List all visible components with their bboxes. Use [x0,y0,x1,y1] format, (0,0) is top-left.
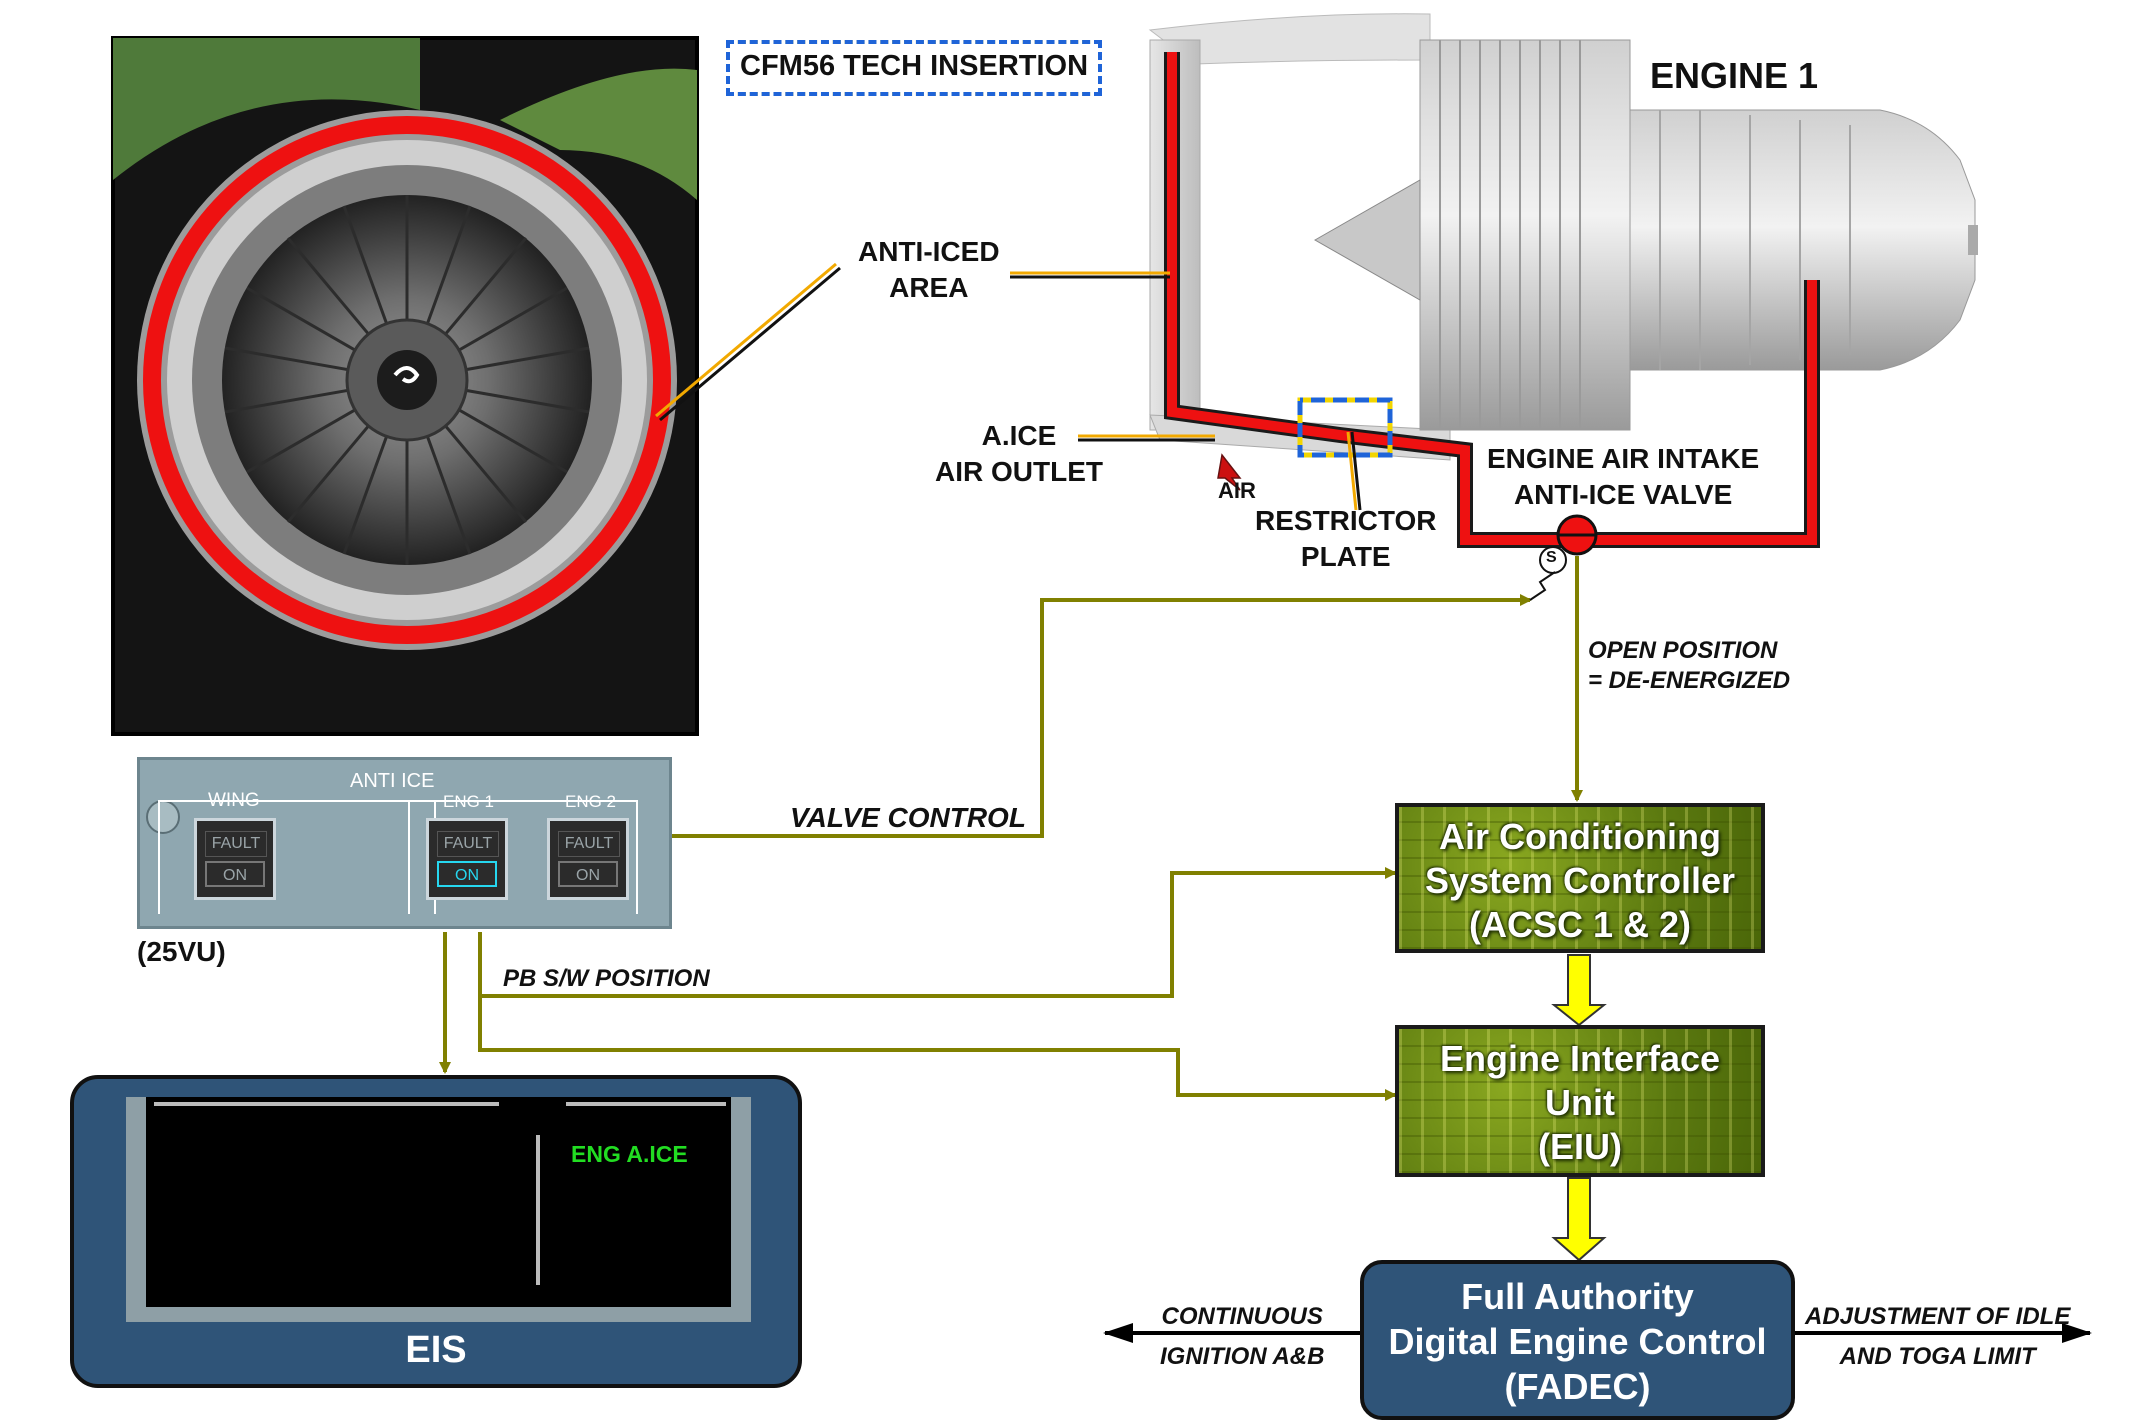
air-label: AIR [1218,478,1256,503]
eng-aice-memo: ENG A.ICE [571,1141,688,1167]
insertion-tag [726,40,1102,96]
anti-ice-panel: ANTI ICE WING FAULT ON ENG 1 ENG 2 FAULT… [137,757,672,929]
eiu-line3: (EIU) [1538,1126,1622,1167]
eis-screen: ENG A.ICE [146,1097,731,1307]
eng1-anti-ice-pushbutton[interactable]: FAULT ON [426,818,508,900]
open-position-callout: OPEN POSITION = DE-ENERGIZED [1588,636,1790,696]
eng1-fault-light: FAULT [437,831,499,857]
open-position-line2: = DE-ENERGIZED [1588,667,1791,694]
eng-section-bracket [408,800,638,914]
wing-anti-ice-pushbutton[interactable]: FAULT ON [194,818,276,900]
eng2-anti-ice-pushbutton[interactable]: FAULT ON [547,818,629,900]
aice-air-outlet-line2: AIR OUTLET [935,456,1103,487]
anti-iced-area-line2: AREA [889,272,969,303]
eis-top-rule-right [566,1102,726,1106]
callout-leaders [655,262,1362,511]
signal-lines [439,556,1583,1101]
pb-sw-position-label: PB S/W POSITION [503,965,710,992]
eis-display: ENG A.ICE EIS [70,1075,802,1388]
panel-label-eng2: ENG 2 [565,792,617,811]
panel-title: ANTI ICE [350,770,435,792]
anti-ice-valve-line2: ANTI-ICE VALVE [1513,479,1733,510]
restrictor-plate-line2: PLATE [1300,541,1391,572]
continuous-ignition-line1: CONTINUOUS [1161,1303,1323,1330]
eis-label: EIS [405,1329,467,1371]
anti-ice-valve-callout: ENGINE AIR INTAKE ANTI-ICE VALVE [1487,441,1759,513]
idle-toga-line2: AND TOGA LIMIT [1839,1343,2036,1370]
data-bus-arrows [1551,954,1607,1262]
eiu-line2: Unit [1545,1082,1615,1123]
fadec-line1: Full Authority [1461,1276,1694,1317]
valve-control-label: VALVE CONTROL [790,802,1026,833]
open-position-line1: OPEN POSITION [1588,637,1778,664]
insertion-tag-label: CFM56 TECH INSERTION [740,50,1089,82]
wing-fault-light: FAULT [205,831,267,857]
panel-label-eng1: ENG 1 [443,792,495,811]
eiu-line1: Engine Interface [1439,1038,1721,1079]
fadec-line2: Digital Engine Control [1388,1321,1767,1362]
aice-air-outlet-callout: A.ICE AIR OUTLET [935,418,1103,490]
panel-designation: (25VU) [137,936,226,967]
eis-divider [536,1135,540,1285]
acsc-line2: System Controller [1424,860,1736,901]
eng2-on-light: ON [558,861,618,887]
acsc-line3: (ACSC 1 & 2) [1468,904,1692,945]
aice-air-outlet-line1: A.ICE [981,420,1057,451]
eis-top-rule-left [154,1102,499,1106]
eng1-on-light: ON [437,861,497,887]
eng2-fault-light: FAULT [558,831,620,857]
anti-ice-valve-line1: ENGINE AIR INTAKE [1487,443,1760,474]
engine-inlet-photo [111,36,699,736]
solenoid-label: S [1546,549,1557,566]
eiu-box: Engine Interface Unit (EIU) [1395,1025,1765,1177]
idle-toga-line1: ADJUSTMENT OF IDLE [1805,1303,2071,1330]
anti-iced-area-callout: ANTI-ICED AREA [858,234,1000,306]
idle-toga-callout: ADJUSTMENT OF IDLE AND TOGA LIMIT [1805,1297,2070,1377]
eis-bezel: ENG A.ICE [126,1097,751,1322]
acsc-line1: Air Conditioning [1439,816,1721,857]
panel-screw [146,800,180,834]
restrictor-plate-callout: RESTRICTOR PLATE [1255,503,1437,575]
engine-title: ENGINE 1 [1650,55,1819,96]
anti-ice-valve-symbol [1539,514,1598,574]
wing-on-light: ON [205,861,265,887]
acsc-box: Air Conditioning System Controller (ACSC… [1395,803,1765,953]
air-arrow [1217,453,1242,491]
anti-iced-area-line1: ANTI-ICED [858,236,1000,267]
continuous-ignition-callout: CONTINUOUS IGNITION A&B [1160,1297,1324,1377]
restrictor-plate-line1: RESTRICTOR [1255,505,1437,536]
engine-drawing [1148,13,1978,461]
fadec-box: Full Authority Digital Engine Control (F… [1360,1260,1795,1420]
continuous-ignition-line2: IGNITION A&B [1160,1343,1325,1370]
fadec-line3: (FADEC) [1504,1366,1651,1407]
